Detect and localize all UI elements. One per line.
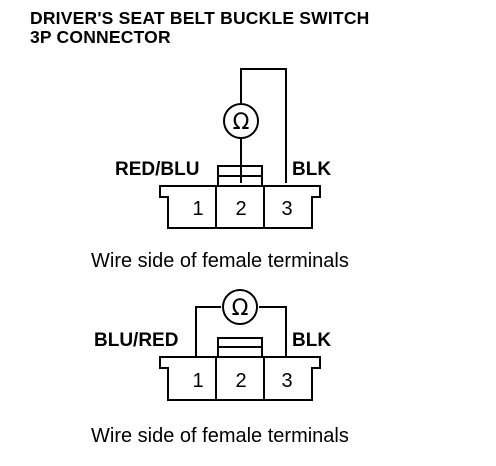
diagram-1-ohm-symbol: Ω	[233, 110, 250, 135]
diagram-2-pin-3: 3	[281, 370, 292, 392]
diagram-2-right-lead	[259, 306, 287, 356]
diagram-2-pin-1: 1	[192, 370, 203, 392]
diagram-1-pin-3: 3	[281, 198, 292, 220]
diagram-2-left-wire-label: BLU/RED	[94, 330, 178, 351]
diagram-2-ohmmeter-icon	[222, 289, 258, 325]
title-line-2: 3P CONNECTOR	[30, 27, 171, 47]
diagram-1-left-wire-label: RED/BLU	[115, 159, 199, 180]
diagram-2-connector-body	[159, 356, 321, 401]
diagram-2-right-wire-label: BLK	[292, 330, 331, 351]
diagram-2-left-lead	[195, 306, 221, 356]
diagram-1-right-wire-label: BLK	[292, 159, 331, 180]
title-line-1: DRIVER'S SEAT BELT BUCKLE SWITCH	[30, 8, 370, 28]
diagram-1-connector-body	[159, 185, 321, 229]
diagram-1-pin-2: 2	[235, 198, 246, 220]
diagram-1	[159, 68, 321, 229]
diagram-2	[159, 289, 321, 401]
diagram-1-ohmmeter-icon	[223, 103, 259, 139]
diagram-2-pin-2: 2	[235, 370, 246, 392]
diagram-2-ohm-symbol: Ω	[232, 296, 249, 321]
diagram-1-pin-1: 1	[192, 198, 203, 220]
page-title: DRIVER'S SEAT BELT BUCKLE SWITCH 3P CONN…	[30, 9, 370, 47]
diagram-2-caption: Wire side of female terminals	[91, 425, 349, 447]
diagram-1-caption: Wire side of female terminals	[91, 250, 349, 272]
diagram-1-probe-wire	[240, 68, 287, 183]
